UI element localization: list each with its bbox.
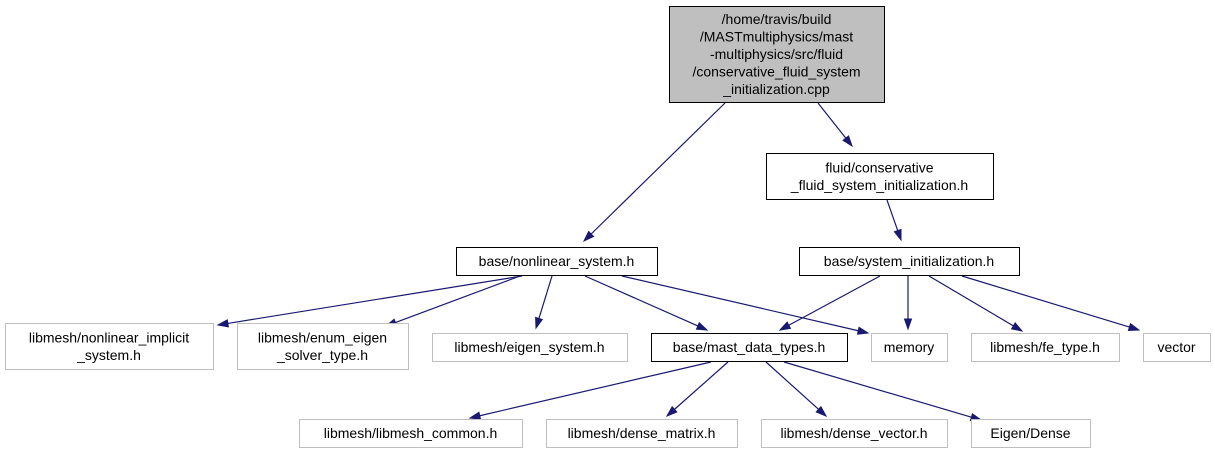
edge-line xyxy=(928,275,1014,327)
node-label: libmesh/nonlinear_implicit xyxy=(29,329,189,345)
node-label: base/mast_data_types.h xyxy=(673,339,826,355)
arrowhead xyxy=(856,326,870,335)
edge-nonlinear-to-nl-implicit xyxy=(216,275,523,328)
node-box xyxy=(669,6,885,103)
node-label: memory xyxy=(884,339,935,355)
edge-sysinit-to-mast-data xyxy=(778,275,881,331)
edge-line xyxy=(590,102,726,235)
arrowhead xyxy=(778,321,792,331)
edge-line xyxy=(621,275,859,332)
edge-nonlinear-to-mast-data xyxy=(584,275,709,331)
edge-root-to-fluid-h xyxy=(817,102,853,148)
edge-mast-data-to-dense-matrix xyxy=(665,361,729,418)
edge-mast-data-to-eigen-dense xyxy=(783,361,983,422)
node-nonlinear[interactable]: base/nonlinear_system.h xyxy=(456,247,658,276)
node-label: _system.h xyxy=(76,347,141,363)
edge-sysinit-to-memory xyxy=(903,276,913,331)
node-box xyxy=(1143,333,1211,362)
node-label: /home/travis/build xyxy=(722,11,832,27)
node-eigen-system[interactable]: libmesh/eigen_system.h xyxy=(432,333,628,362)
node-eigen-solver[interactable]: libmesh/enum_eigen _solver_type.h xyxy=(237,323,409,370)
node-fe-type[interactable]: libmesh/fe_type.h xyxy=(971,333,1120,362)
node-box xyxy=(971,419,1091,448)
arrowhead xyxy=(535,316,544,330)
arrowhead xyxy=(842,135,853,148)
node-label: /MASTmultiphysics/mast xyxy=(700,29,853,45)
edge-line xyxy=(783,361,972,418)
edge-line xyxy=(479,361,712,417)
node-label: _fluid_system_initialization.h xyxy=(790,177,968,193)
arrowhead xyxy=(468,411,482,420)
arrowhead xyxy=(582,230,595,243)
edge-mast-data-to-dense-vector xyxy=(765,361,828,418)
node-label: libmesh/dense_vector.h xyxy=(780,425,927,441)
node-box xyxy=(971,333,1120,362)
node-box xyxy=(761,419,948,448)
edge-line xyxy=(765,361,819,410)
edge-nonlinear-to-eigen-system xyxy=(535,275,553,330)
edge-line xyxy=(538,275,553,319)
node-vector[interactable]: vector xyxy=(1143,333,1211,362)
edge-line xyxy=(674,361,729,410)
node-label: libmesh/fe_type.h xyxy=(990,339,1100,355)
arrowhead xyxy=(1127,322,1141,331)
node-label: _initialization.cpp xyxy=(722,81,830,97)
arrowhead xyxy=(815,405,828,418)
node-label: -multiphysics/src/fluid xyxy=(710,46,843,62)
node-label: _solver_type.h xyxy=(276,347,368,363)
node-box xyxy=(456,247,658,276)
edge-sysinit-to-vector xyxy=(961,275,1141,331)
node-eigen-dense[interactable]: Eigen/Dense xyxy=(971,419,1091,448)
node-box xyxy=(5,323,214,370)
node-box xyxy=(299,419,523,448)
node-box xyxy=(871,333,948,362)
edge-line xyxy=(395,275,521,324)
edge-line xyxy=(788,275,881,326)
node-dense-matrix[interactable]: libmesh/dense_matrix.h xyxy=(546,419,738,448)
node-label: fluid/conservative xyxy=(825,159,933,175)
node-mast-data[interactable]: base/mast_data_types.h xyxy=(651,333,848,362)
edge-fluid-h-to-sysinit xyxy=(886,199,902,242)
edge-sysinit-to-fe-type xyxy=(928,275,1024,332)
edge-line xyxy=(961,275,1130,328)
edge-line xyxy=(817,102,847,139)
edge-nonlinear-to-eigen-solver xyxy=(384,275,521,327)
node-label: /conservative_fluid_system xyxy=(692,64,860,80)
edge-nonlinear-to-memory xyxy=(621,275,870,335)
node-root[interactable]: /home/travis/build/MASTmultiphysics/mast… xyxy=(669,6,885,103)
nodes: /home/travis/build/MASTmultiphysics/mast… xyxy=(5,6,1211,448)
node-nl-implicit[interactable]: libmesh/nonlinear_implicit _system.h xyxy=(5,323,214,370)
edge-line xyxy=(584,275,699,327)
edge-line xyxy=(227,275,523,325)
node-label: vector xyxy=(1157,339,1195,355)
node-label: libmesh/eigen_system.h xyxy=(454,339,604,355)
edge-line xyxy=(886,199,899,231)
node-box xyxy=(799,247,1020,276)
node-libmesh-common[interactable]: libmesh/libmesh_common.h xyxy=(299,419,523,448)
node-dense-vector[interactable]: libmesh/dense_vector.h xyxy=(761,419,948,448)
arrowhead xyxy=(893,228,902,242)
node-box xyxy=(432,333,628,362)
node-box xyxy=(546,419,738,448)
node-box xyxy=(651,333,848,362)
edge-root-to-nonlinear xyxy=(582,102,726,243)
node-label: Eigen/Dense xyxy=(990,425,1070,441)
node-box xyxy=(766,153,994,200)
node-box xyxy=(237,323,409,370)
node-sysinit[interactable]: base/system_initialization.h xyxy=(799,247,1020,276)
node-label: libmesh/dense_matrix.h xyxy=(568,425,716,441)
arrowhead xyxy=(1010,322,1024,332)
node-memory[interactable]: memory xyxy=(871,333,948,362)
node-label: libmesh/enum_eigen xyxy=(258,329,387,345)
arrowhead xyxy=(665,405,678,418)
node-label: libmesh/libmesh_common.h xyxy=(324,425,498,441)
node-fluid-h[interactable]: fluid/conservative _fluid_system_initiali… xyxy=(766,153,994,200)
node-label: base/nonlinear_system.h xyxy=(479,253,635,269)
arrowhead xyxy=(695,321,709,331)
node-label: base/system_initialization.h xyxy=(824,253,994,269)
arrowhead xyxy=(216,319,230,328)
arrowhead xyxy=(903,318,913,331)
edge-mast-data-to-libmesh-common xyxy=(468,361,712,420)
